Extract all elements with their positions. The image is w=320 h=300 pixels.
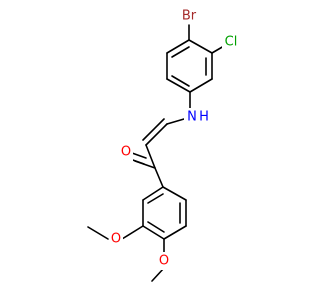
- chlorine-atom-label: Cl: [225, 35, 238, 50]
- atom-label-chlorine: Cl: [222, 33, 242, 50]
- bromine-atom-label: Br: [182, 9, 197, 24]
- atom-label-methoxy-oxygen-2: O: [157, 252, 171, 270]
- enaminone-chain: [134, 118, 185, 188]
- hydrogen-atom-label: H: [199, 110, 209, 125]
- atom-label-ketone-oxygen: O: [119, 144, 133, 161]
- methoxy-group-1: [87, 225, 144, 240]
- methoxy-group-2: [151, 238, 165, 282]
- bromochlorophenyl-ring: [166, 39, 213, 93]
- methoxy-oxygen-1-atom-label: O: [111, 232, 121, 247]
- atom-label-bromine: Br: [178, 7, 201, 24]
- nitrogen-atom-label: N: [187, 110, 197, 125]
- atom-label-methoxy-oxygen-1: O: [109, 230, 123, 248]
- dimethoxyphenyl-ring: [142, 186, 187, 240]
- ketone-oxygen-atom-label: O: [121, 145, 131, 160]
- methoxy-oxygen-2-atom-label: O: [159, 254, 169, 269]
- molecule-structure-diagram: Br Cl H N O O O: [87, 7, 242, 282]
- atom-label-amine: H N: [184, 108, 210, 126]
